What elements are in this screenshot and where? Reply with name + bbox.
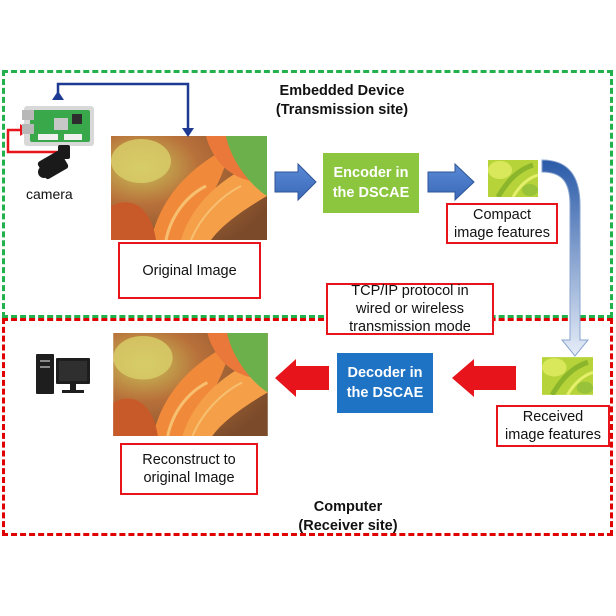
board-to-image-link-head-top <box>52 91 64 100</box>
arrow-decoder-to-image <box>275 359 329 397</box>
decoder-box: Decoder in the DSCAE <box>337 353 433 413</box>
camera-icon <box>37 145 70 180</box>
original-image-caption: Original Image <box>118 242 261 299</box>
arrow-image-to-encoder <box>274 162 317 202</box>
arrow-encoder-to-features <box>427 162 475 202</box>
embedded-device-title: Embedded Device (Transmission site) <box>232 82 452 120</box>
reconstructed-image-caption: Reconstruct to original Image <box>120 443 258 495</box>
camera-label: camera <box>26 186 73 202</box>
received-features-thumbnail <box>542 357 593 395</box>
arrow-features-to-decoder <box>452 359 516 397</box>
desktop-computer-icon <box>36 354 90 394</box>
compact-features-thumbnail <box>488 160 538 197</box>
transmission-arrow <box>541 159 590 357</box>
reconstructed-image-photo <box>113 333 268 436</box>
computer-title: Computer (Receiver site) <box>238 498 458 536</box>
computer-region <box>2 318 613 536</box>
computer-title-line2: (Receiver site) <box>298 518 398 534</box>
embedded-device-title-line1: Embedded Device <box>279 83 405 99</box>
protocol-caption: TCP/IP protocol in wired or wireless tra… <box>326 283 494 335</box>
embedded-device-region <box>2 70 613 318</box>
embedded-device-title-line2: (Transmission site) <box>275 102 409 118</box>
encoder-box: Encoder in the DSCAE <box>323 153 419 213</box>
raspberry-pi-board-icon <box>22 106 94 146</box>
received-features-caption: Received image features <box>496 405 610 447</box>
compact-features-caption: Compact image features <box>446 203 558 244</box>
camera-to-board-link <box>6 128 60 154</box>
computer-title-line1: Computer <box>313 499 383 515</box>
original-image-photo <box>111 136 267 240</box>
board-to-image-link-head-bottom <box>182 128 194 137</box>
